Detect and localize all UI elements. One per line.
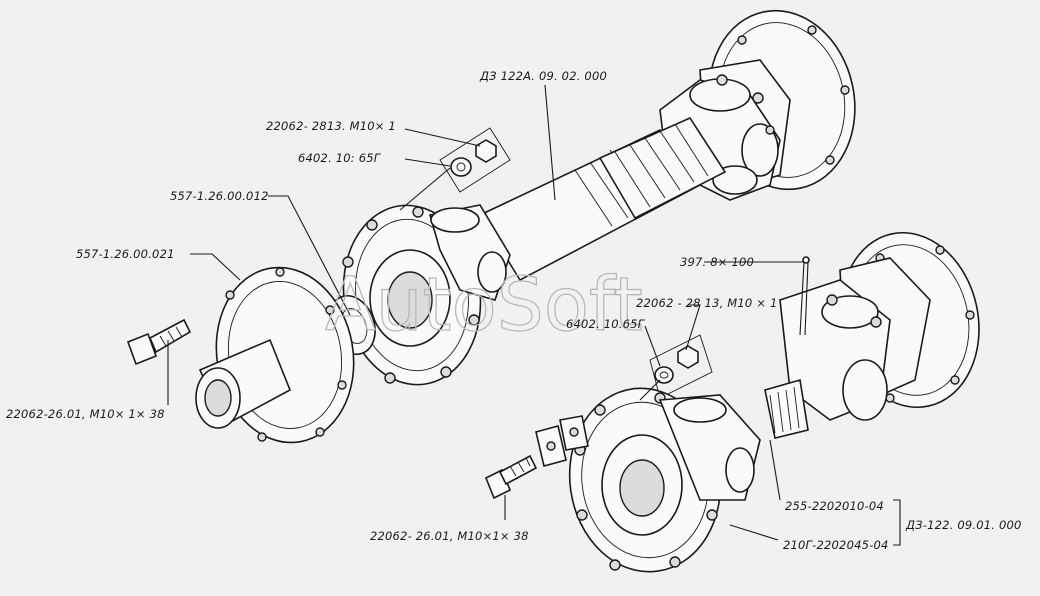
cotter-pin [799,256,810,336]
lower-universal-joint [764,279,891,439]
lock-plates [535,415,589,467]
bottom-bolt [484,454,538,500]
label-shaft-assembly: ДЗ 122А. 09. 02. 000 [479,69,607,83]
label-washer-right: 6402. 10.65Г [566,317,646,331]
label-joint-part-b: 210Г-2202045-04 [783,538,889,552]
companion-flange [195,266,355,444]
label-joint-part-a: 255-2202010-04 [785,499,884,513]
label-bolt-left: 22062-26.01, М10× 1× 38 [6,407,165,421]
label-bolt-bottom: 22062- 26.01, М10×1× 38 [370,529,529,543]
lower-front-flange-yoke [568,387,761,573]
watermark: AutoSoft [325,262,643,348]
label-seal-ring: 557-1.26.00.012 [170,189,269,203]
label-washer-top: 6402. 10: 65Г [298,151,382,165]
left-bolt [126,318,192,366]
label-cotter-pin: 397. 8× 100 [680,255,754,269]
middle-flange-yoke [342,204,511,386]
label-nut-right: 22062 - 28 13, М10 × 1 [636,296,778,310]
label-nut-top: 22062- 2813. М10× 1 [266,119,396,133]
right-nut-washer [649,334,713,399]
label-joint-assembly: ДЗ-122. 09.01. 000 [905,518,1022,532]
label-flange: 557-1.26.00.021 [76,247,175,261]
top-nut-washer [439,127,511,193]
leader-lines [167,84,901,546]
drive-shaft [478,116,727,282]
